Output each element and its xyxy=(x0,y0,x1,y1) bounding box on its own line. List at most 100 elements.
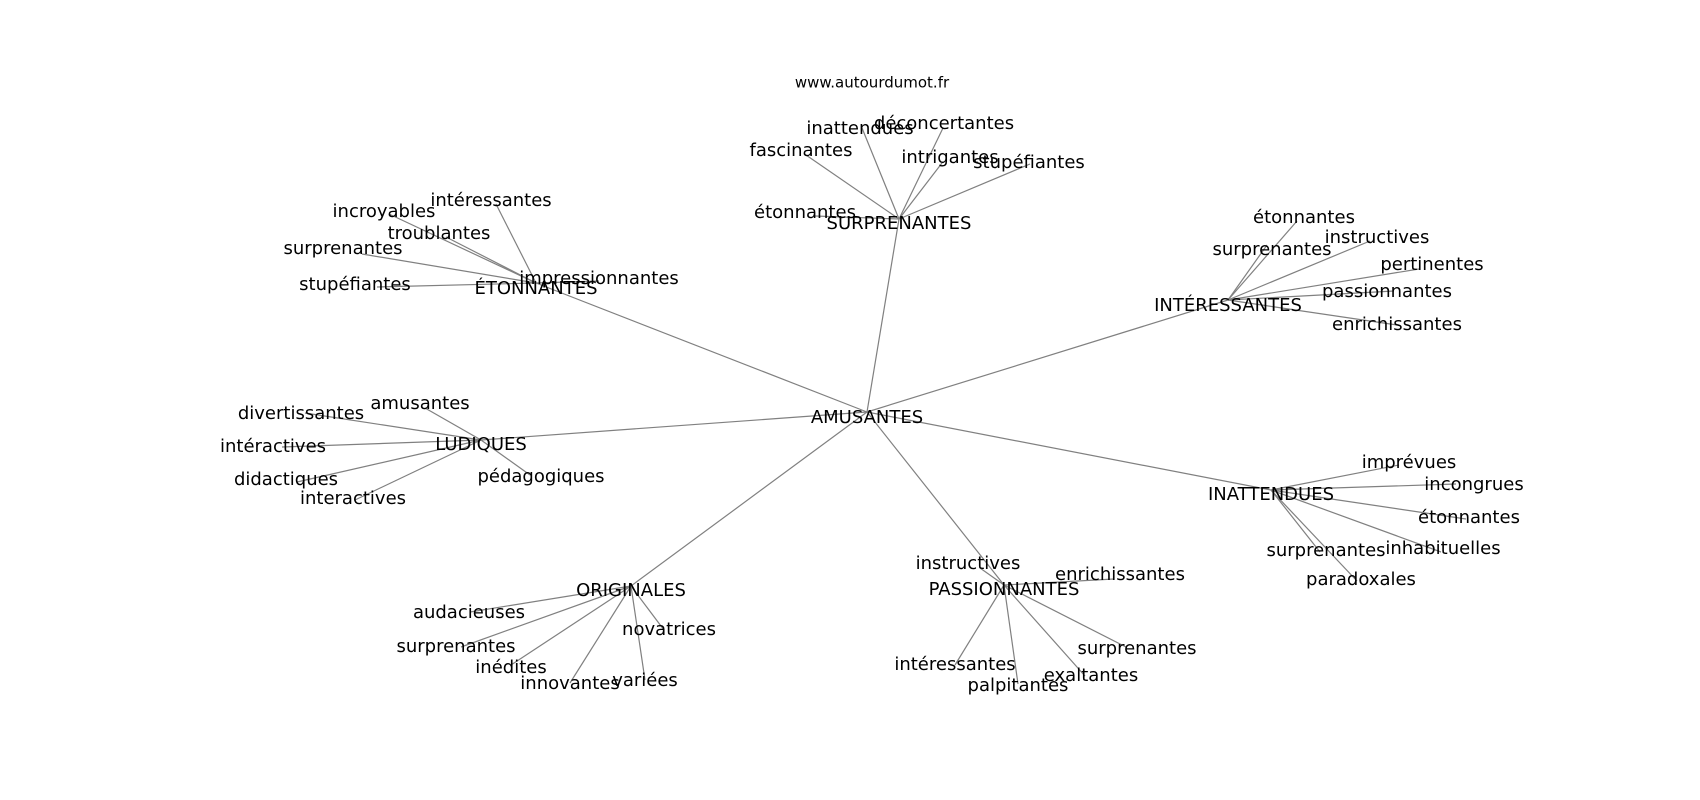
leaf-node-surprenantes-etonnantes[interactable]: étonnantes xyxy=(754,202,856,223)
edge-surprenantes-to-stupefiantes xyxy=(898,163,1031,220)
cluster-node-originales[interactable]: ORIGINALES xyxy=(576,580,686,601)
edge-passionnantes-to-palpitantes xyxy=(1003,584,1019,685)
edge-ludiques-to-interactives xyxy=(281,439,482,448)
edge-passionnantes-to-enrichissantes xyxy=(1003,578,1115,586)
leaf-node-originales-novatrices[interactable]: novatrices xyxy=(622,619,716,640)
edge-center-to-ludiques xyxy=(480,411,868,441)
edge-etonnantes-to-troublantes xyxy=(445,236,537,284)
edge-inattendues-to-etonnantes xyxy=(1270,489,1467,520)
edge-originales-to-novatrices xyxy=(630,585,665,631)
leaf-node-passionnantes-interessantes[interactable]: intéressantes xyxy=(894,654,1015,675)
leaf-node-originales-innovantes[interactable]: innovantes xyxy=(520,673,619,694)
leaf-node-ludiques-interactives[interactable]: intéractives xyxy=(220,436,326,457)
edge-ludiques-to-didactiques xyxy=(296,439,482,483)
edge-surprenantes-to-fascinantes xyxy=(805,154,900,220)
edge-center-to-etonnantes xyxy=(535,282,868,413)
leaf-node-interessantes-surprenantes[interactable]: surprenantes xyxy=(1212,239,1331,260)
edge-inattendues-to-incongrues xyxy=(1270,483,1457,491)
edge-ludiques-to-pedagogiques xyxy=(480,439,531,476)
source-label: www.autourdumot.fr xyxy=(795,74,950,92)
edge-passionnantes-to-instructives xyxy=(979,567,1005,586)
leaf-node-originales-variees[interactable]: variées xyxy=(612,670,678,691)
leaf-node-inattendues-paradoxales[interactable]: paradoxales xyxy=(1306,569,1416,590)
cluster-node-ludiques[interactable]: LUDIQUES xyxy=(435,434,527,455)
leaf-node-ludiques-amusantes[interactable]: amusantes xyxy=(370,393,469,414)
leaf-node-interessantes-enrichissantes[interactable]: enrichissantes xyxy=(1332,314,1462,335)
leaf-node-etonnantes-stupefiantes[interactable]: stupéfiantes xyxy=(299,274,411,295)
edge-etonnantes-to-stupefiantes xyxy=(376,282,537,288)
leaf-node-inattendues-inhabituelles[interactable]: inhabituelles xyxy=(1385,538,1500,559)
leaf-node-originales-surprenantes[interactable]: surprenantes xyxy=(396,636,515,657)
leaf-node-inattendues-etonnantes[interactable]: étonnantes xyxy=(1418,507,1520,528)
leaf-node-inattendues-imprevues[interactable]: imprévues xyxy=(1362,452,1457,473)
edge-inattendues-to-inhabituelles xyxy=(1270,489,1442,553)
edge-interessantes-to-instructives xyxy=(1227,240,1371,301)
cluster-node-passionnantes[interactable]: PASSIONNANTES xyxy=(929,579,1080,600)
edge-center-to-interessantes xyxy=(866,299,1229,413)
center-node-label[interactable]: AMUSANTES xyxy=(811,407,923,428)
leaf-node-inattendues-surprenantes[interactable]: surprenantes xyxy=(1266,540,1385,561)
leaf-node-originales-inedites[interactable]: inédites xyxy=(475,657,546,678)
leaf-node-etonnantes-incroyables[interactable]: incroyables xyxy=(333,201,436,222)
leaf-node-surprenantes-intrigantes[interactable]: intrigantes xyxy=(901,147,998,168)
leaf-node-interessantes-etonnantes[interactable]: étonnantes xyxy=(1253,207,1355,228)
edge-interessantes-to-surprenantes xyxy=(1227,244,1268,301)
leaf-node-originales-audacieuses[interactable]: audacieuses xyxy=(413,602,525,623)
edge-etonnantes-to-surprenantes xyxy=(361,253,537,284)
leaf-node-interessantes-instructives[interactable]: instructives xyxy=(1325,227,1430,248)
cluster-node-surprenantes[interactable]: SURPRENANTES xyxy=(827,213,972,234)
cluster-node-etonnantes[interactable]: ÉTONNANTES xyxy=(474,277,597,299)
leaf-node-interessantes-passionnantes[interactable]: passionnantes xyxy=(1322,281,1452,302)
edge-originales-to-variees xyxy=(630,585,646,681)
edge-passionnantes-to-interessantes xyxy=(954,584,1005,666)
leaf-node-passionnantes-instructives[interactable]: instructives xyxy=(916,553,1021,574)
edge-etonnantes-to-impressionnantes xyxy=(535,280,600,284)
leaf-node-etonnantes-interessantes[interactable]: intéressantes xyxy=(430,190,551,211)
leaf-node-passionnantes-palpitantes[interactable]: palpitantes xyxy=(968,675,1069,696)
edge-originales-to-surprenantes xyxy=(460,585,632,648)
edge-interessantes-to-pertinentes xyxy=(1227,268,1420,301)
edge-originales-to-audacieuses xyxy=(469,585,632,613)
labels-layer: www.autourdumot.fr AMUSANTES SURPRENANTES… xyxy=(220,74,1524,697)
edge-interessantes-to-etonnantes xyxy=(1227,220,1298,301)
edge-passionnantes-to-surprenantes xyxy=(1003,584,1127,648)
edge-surprenantes-to-intrigantes xyxy=(898,162,943,220)
edge-center-to-passionnantes xyxy=(866,411,1005,586)
leaf-node-ludiques-pedagogiques[interactable]: pédagogiques xyxy=(477,466,604,487)
edge-passionnantes-to-exaltantes xyxy=(1003,584,1086,677)
cluster-node-inattendues[interactable]: INATTENDUES xyxy=(1208,484,1334,505)
leaf-node-passionnantes-enrichissantes[interactable]: enrichissantes xyxy=(1055,564,1185,585)
leaf-node-ludiques-didactiques[interactable]: didactiques xyxy=(234,469,338,490)
leaf-node-etonnantes-impressionnantes[interactable]: impressionnantes xyxy=(519,268,679,289)
leaf-node-inattendues-incongrues[interactable]: incongrues xyxy=(1424,474,1523,495)
edge-originales-to-innovantes xyxy=(569,585,632,684)
leaf-node-interessantes-pertinentes[interactable]: pertinentes xyxy=(1380,254,1483,275)
leaf-node-surprenantes-deconcertantes[interactable]: déconcertantes xyxy=(874,113,1014,134)
edge-surprenantes-to-etonnantes xyxy=(814,215,900,220)
edge-etonnantes-to-interessantes xyxy=(495,203,537,284)
edge-inattendues-to-surprenantes xyxy=(1270,489,1321,553)
edge-interessantes-to-passionnantes xyxy=(1227,290,1395,301)
edges-layer xyxy=(281,127,1467,685)
edge-interessantes-to-enrichissantes xyxy=(1227,299,1398,326)
leaf-node-surprenantes-inattendues[interactable]: inattendues xyxy=(806,118,913,139)
leaf-node-ludiques-interactives[interactable]: interactives xyxy=(300,488,406,509)
edge-etonnantes-to-incroyables xyxy=(388,213,537,284)
leaf-node-etonnantes-troublantes[interactable]: troublantes xyxy=(388,223,491,244)
leaf-node-etonnantes-surprenantes[interactable]: surprenantes xyxy=(283,238,402,259)
leaf-node-surprenantes-fascinantes[interactable]: fascinantes xyxy=(750,140,853,161)
cluster-node-interessantes[interactable]: INTÉRESSANTES xyxy=(1154,294,1302,316)
leaf-node-surprenantes-stupefiantes[interactable]: stupéfiantes xyxy=(973,152,1085,173)
leaf-node-passionnantes-surprenantes[interactable]: surprenantes xyxy=(1077,638,1196,659)
edge-inattendues-to-paradoxales xyxy=(1270,489,1358,582)
edge-ludiques-to-amusantes xyxy=(424,407,482,441)
leaf-node-passionnantes-exaltantes[interactable]: exaltantes xyxy=(1044,665,1138,686)
edge-surprenantes-to-deconcertantes xyxy=(898,127,944,220)
edge-ludiques-to-interactives xyxy=(354,439,482,501)
edge-center-to-inattendues xyxy=(866,411,1272,491)
edge-center-to-originales xyxy=(630,411,868,587)
edge-originales-to-inedites xyxy=(510,585,632,666)
edge-surprenantes-to-inattendues xyxy=(861,127,900,220)
leaf-node-ludiques-divertissantes[interactable]: divertissantes xyxy=(238,403,364,424)
